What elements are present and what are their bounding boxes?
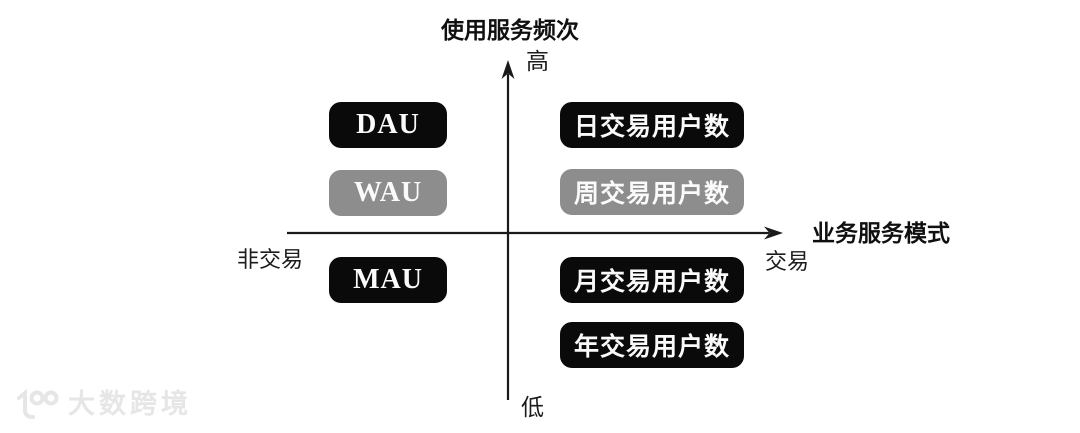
box-mau: MAU <box>329 257 447 303</box>
box-yearly-transaction-users: 年交易用户数 <box>560 322 744 368</box>
box-dau: DAU <box>329 102 447 148</box>
watermark-brand-text: 大数跨境 <box>68 388 192 419</box>
y-axis-high-label: 高 <box>526 48 549 74</box>
x-axis-title: 业务服务模式 <box>812 220 950 246</box>
box-monthly-transaction-users: 月交易用户数 <box>560 257 744 303</box>
y-axis-low-label: 低 <box>521 394 544 420</box>
box-daily-transaction-users: 日交易用户数 <box>560 102 744 148</box>
y-axis-title: 使用服务频次 <box>441 17 579 43</box>
brand-100-logo-icon <box>17 388 59 419</box>
box-wau: WAU <box>329 170 447 216</box>
horizontal-axis <box>287 226 783 240</box>
x-axis-left-label: 非交易 <box>237 247 304 272</box>
box-weekly-transaction-users: 周交易用户数 <box>560 169 744 215</box>
x-axis-right-label: 交易 <box>765 249 810 274</box>
watermark: 大数跨境 <box>12 386 192 422</box>
vertical-axis <box>501 60 515 400</box>
